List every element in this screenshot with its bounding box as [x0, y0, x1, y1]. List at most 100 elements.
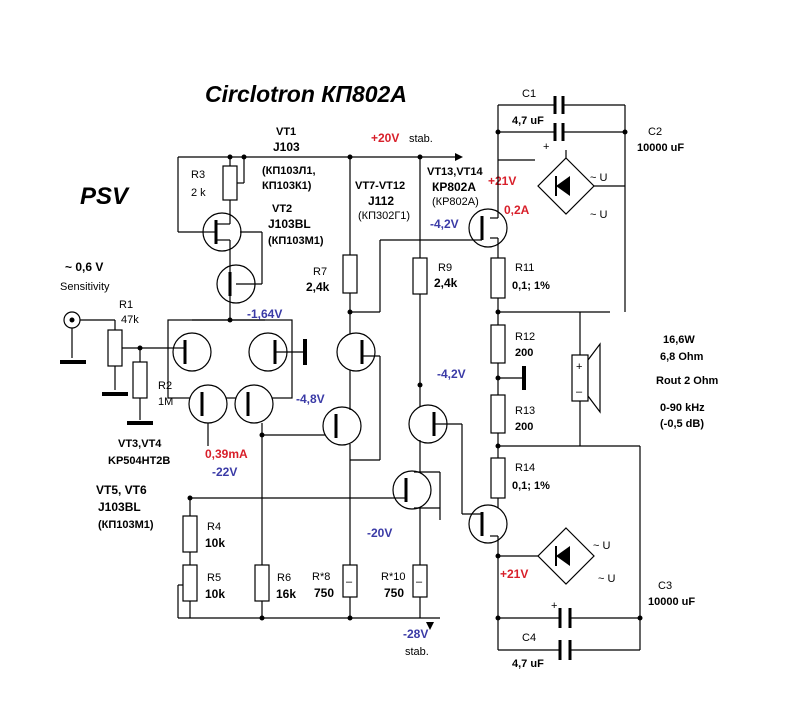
r5-value: 10k — [205, 587, 225, 601]
r10-value: 750 — [384, 586, 404, 600]
u-label-2: ~ U — [590, 209, 607, 221]
r2-value: 1M — [158, 396, 173, 408]
r2-label: R2 — [158, 380, 172, 392]
r9-resistor — [412, 157, 428, 408]
c1-value: 4,7 uF — [512, 115, 544, 127]
r9-label: R9 — [438, 262, 452, 274]
input-jack — [60, 311, 115, 364]
r2-resistor — [127, 345, 170, 425]
vt712-label: VT7-VT12 — [355, 180, 405, 192]
r5-resistor — [177, 564, 198, 618]
spec-bandwidth-db: (-0,5 dB) — [660, 418, 704, 430]
r13-resistor — [490, 394, 640, 458]
vt1314-label: VT13,VT14 — [427, 166, 484, 178]
r10-resistor: – — [412, 564, 428, 618]
r13-label: R13 — [515, 405, 535, 417]
r3-value: 2 k — [191, 187, 206, 199]
c2-label: C2 — [648, 126, 662, 138]
vt9-transistor — [322, 370, 380, 565]
r10-label: R*10 — [381, 571, 405, 583]
vt1314-alt: (КР802А) — [432, 196, 479, 208]
vt34-label: VT3,VT4 — [118, 438, 162, 450]
supply-positive: +20V — [371, 131, 399, 145]
spec-power: 16,6W — [663, 334, 695, 346]
r7-value: 2,4k — [306, 280, 330, 294]
vt1314-part: КР802А — [432, 180, 476, 194]
top-supply — [495, 96, 628, 312]
spec-load: 6,8 Ohm — [660, 351, 704, 363]
vt2-alt: (КП103М1) — [268, 235, 324, 247]
r4-resistor — [182, 498, 198, 565]
r5-label: R5 — [207, 572, 221, 584]
vt34-part: KP504HT2B — [108, 455, 170, 467]
negative-rail — [178, 615, 440, 630]
u-label-3: ~ U — [593, 540, 610, 552]
r8-resistor: – — [342, 564, 358, 618]
r11-label: R11 — [515, 262, 534, 274]
voltage-vt5: -22V — [212, 465, 237, 479]
vt2-label: VT2 — [272, 203, 292, 215]
vt14-transistor — [461, 424, 508, 618]
c2-plus: + — [543, 141, 549, 153]
r14-resistor — [490, 457, 506, 510]
r7-resistor — [342, 157, 470, 334]
r9-value: 2,4k — [434, 276, 458, 290]
speaker-minus: – — [576, 386, 583, 398]
voltage-r10: -20V — [367, 526, 392, 540]
vt2-part: J103BL — [268, 217, 311, 231]
speaker — [571, 312, 601, 446]
r4-value: 10k — [205, 536, 225, 550]
vt7-transistor — [336, 332, 381, 460]
r1-label: R1 — [119, 299, 133, 311]
input-voltage: ~ 0,6 V — [65, 260, 103, 274]
r14-label: R14 — [515, 462, 535, 474]
plus21-bottom: +21V — [500, 567, 528, 581]
r11-resistor — [490, 257, 610, 325]
r12-label: R12 — [515, 331, 535, 343]
diagram-title: Circlotron КП802А — [205, 81, 407, 107]
voltage-vt56: -4,8V — [296, 392, 325, 406]
u-label-1: ~ U — [590, 172, 607, 184]
r8-value: 750 — [314, 586, 334, 600]
supply-negative: -28V — [403, 627, 428, 641]
voltage-vt10: -4,2V — [437, 367, 466, 381]
vt56-alt: (КП103М1) — [98, 519, 154, 531]
vt11-transistor — [392, 470, 441, 520]
c4-value: 4,7 uF — [512, 658, 544, 670]
r1-value: 47k — [121, 314, 139, 326]
psv-label: PSV — [80, 183, 130, 210]
c3-value: 10000 uF — [648, 596, 695, 608]
vt712-alt: (КП302Г1) — [358, 210, 410, 222]
r8-label: R*8 — [312, 571, 330, 583]
voltage-vt2-source: -1,64V — [247, 307, 282, 321]
vt56-label: VT5, VT6 — [96, 483, 147, 497]
c1-label: C1 — [522, 88, 536, 100]
plus21-top: +21V — [488, 174, 516, 188]
c2-value: 10000 uF — [637, 142, 684, 154]
vt1-part: J103 — [273, 140, 300, 154]
speaker-plus: + — [576, 361, 582, 373]
r12-value: 200 — [515, 347, 533, 359]
vt3-vt4-pair — [167, 317, 307, 399]
vt13-transistor — [468, 200, 508, 258]
vt712-part: J112 — [368, 194, 394, 208]
supply-negative-unit: stab. — [405, 646, 429, 658]
supply-positive-unit: stab. — [409, 133, 433, 145]
svg-text:–: – — [346, 576, 353, 588]
r3-label: R3 — [191, 169, 205, 181]
vt2-alt2: КП103К1) — [262, 180, 312, 192]
vt1-transistor — [202, 212, 242, 262]
r14-value: 0,1; 1% — [512, 480, 550, 492]
r6-resistor — [254, 564, 270, 602]
current-label: 0,39mA — [205, 447, 248, 461]
svg-text:–: – — [416, 576, 423, 588]
current-02a: 0,2A — [504, 203, 530, 217]
vt2-alt1: (КП103Л1, — [262, 165, 316, 177]
c3-label: C3 — [658, 580, 672, 592]
r6-label: R6 — [277, 572, 291, 584]
vt1-label: VT1 — [276, 126, 296, 138]
r13-value: 200 — [515, 421, 533, 433]
r11-value: 0,1; 1% — [512, 280, 550, 292]
c3-plus: + — [551, 600, 557, 612]
